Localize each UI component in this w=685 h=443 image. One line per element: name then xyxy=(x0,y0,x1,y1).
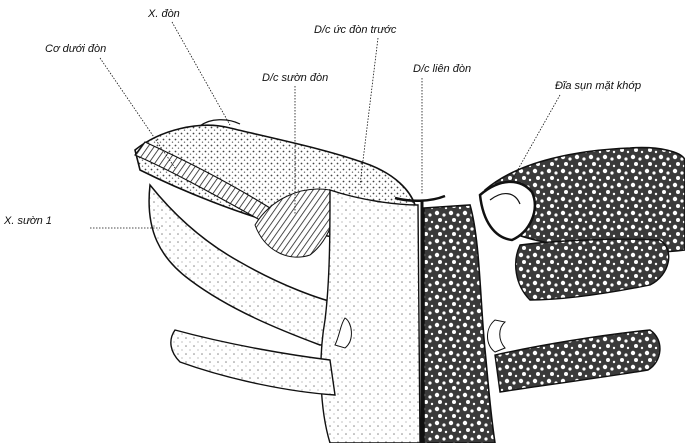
label-co-duoi-don: Cơ dưới đòn xyxy=(45,43,106,55)
sternum-left xyxy=(321,190,420,443)
right-first-rib xyxy=(516,239,669,300)
label-dc-uc-don-truoc: D/c ức đòn trước xyxy=(314,24,397,36)
sternum-section xyxy=(422,200,495,443)
label-x-don: X. đòn xyxy=(147,8,180,20)
leader-x-don xyxy=(172,22,230,125)
label-dc-suon-don: D/c sườn đòn xyxy=(262,72,328,84)
right-second-rib xyxy=(495,330,660,392)
label-x-suon-1: X. sườn 1 xyxy=(3,215,52,227)
label-dia-sun-mat-khop: Đĩa sụn mặt khớp xyxy=(555,80,641,92)
label-dc-lien-don: D/c liên đòn xyxy=(413,63,471,75)
